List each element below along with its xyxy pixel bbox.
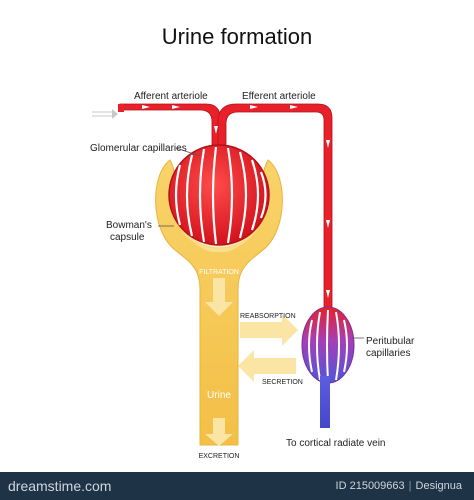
label-efferent-arteriole: Efferent arteriole bbox=[242, 91, 316, 102]
reabsorption-arrow bbox=[240, 314, 298, 346]
footer-author[interactable]: Designua bbox=[415, 480, 462, 492]
label-urine: Urine bbox=[207, 390, 231, 401]
label-excretion: EXCRETION bbox=[199, 453, 240, 460]
label-reabsorption: REABSORPTION bbox=[240, 313, 296, 320]
label-secretion: SECRETION bbox=[262, 379, 303, 386]
footer-image-id: ID 215009663 bbox=[335, 480, 405, 492]
footer-separator-icon: | bbox=[408, 480, 412, 492]
label-glomerular-capillaries: Glomerular capillaries bbox=[90, 143, 187, 154]
leader-lines bbox=[158, 147, 364, 339]
flow-arrows bbox=[92, 105, 330, 298]
secretion-arrow bbox=[238, 350, 296, 382]
label-peritubular-line2: capillaries bbox=[366, 348, 410, 359]
excretion-arrow bbox=[205, 418, 233, 446]
glomerulus bbox=[168, 144, 270, 246]
label-cortical-vein: To cortical radiate vein bbox=[286, 438, 386, 449]
diagram-title: Urine formation bbox=[162, 24, 312, 49]
label-bowmans-line2: capsule bbox=[110, 232, 145, 243]
label-peritubular-line1: Peritubular bbox=[366, 336, 415, 347]
filtration-arrow bbox=[205, 278, 233, 316]
label-afferent-arteriole: Afferent arteriole bbox=[134, 91, 208, 102]
footer-credit: ID 215009663|Designua bbox=[336, 480, 462, 492]
cortical-radiate-vein bbox=[320, 376, 330, 428]
footer-brand[interactable]: dreamstime.com bbox=[8, 478, 112, 494]
peritubular-capillaries bbox=[301, 306, 355, 384]
afferent-arteriole bbox=[119, 103, 221, 149]
label-filtration: FILTRATION bbox=[199, 269, 239, 276]
footer-bar: dreamstime.com ID 215009663|Designua bbox=[0, 472, 474, 500]
label-bowmans-line1: Bowman's bbox=[106, 220, 152, 231]
